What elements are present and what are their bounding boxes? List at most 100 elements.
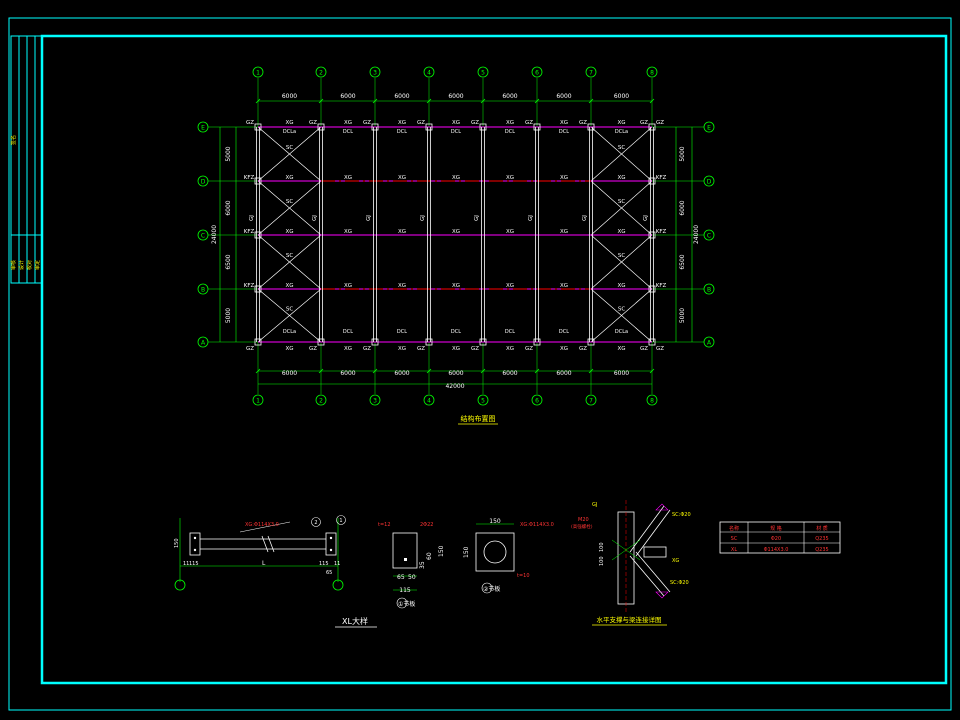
- plate1-title: ①节板: [398, 600, 415, 608]
- cross-brace-b-1-3: [590, 288, 653, 343]
- xg-bottom-5: XG: [560, 346, 568, 352]
- cross-brace-b-0-3: [257, 288, 322, 343]
- top-span-5: 6000: [556, 93, 571, 100]
- table-cell-1-1: Φ114X3.0: [764, 547, 789, 553]
- column-axis-label-bottom-7: 7: [589, 398, 593, 405]
- row-axis-label-right-A: A: [707, 340, 712, 347]
- column-base-top-1: [254, 123, 262, 131]
- xg-label-1-5: XG: [560, 229, 568, 235]
- xl-dim-4: 11: [334, 561, 340, 567]
- bottom-dim-tick-1: [318, 368, 324, 374]
- xg-label-2-5: XG: [560, 283, 568, 289]
- top-span-2: 6000: [394, 93, 409, 100]
- column-base-bottom-1: [254, 338, 262, 346]
- top-dim-tick-2: [372, 98, 378, 104]
- column-axis-bubble-bottom-2: [315, 394, 327, 406]
- xg-label-0-2: XG: [398, 175, 406, 181]
- left-span-3: 5000: [225, 308, 232, 323]
- top-span-1: 6000: [340, 93, 355, 100]
- brace-label-sc-0-1: SC: [286, 199, 293, 205]
- xg-top-0: XG: [285, 120, 293, 126]
- column-axis-label-top-7: 7: [589, 70, 593, 77]
- gz-top-7: GZ: [579, 120, 587, 126]
- dcl-top-6: DCLa: [615, 129, 628, 135]
- column-base-bottom-6: [533, 338, 541, 346]
- column-axis-label-bottom-2: 2: [319, 398, 323, 405]
- dcl-bottom-5: DCL: [559, 329, 569, 335]
- brace-label-sc-1-3: SC: [618, 307, 625, 313]
- gj-label-5: GJ: [474, 215, 480, 221]
- column-base-bottom-7: [587, 338, 595, 346]
- row-axis-bubble-left-E: [197, 121, 209, 133]
- table-cell-0-2: Q235: [815, 536, 828, 542]
- xg-top-2: XG: [398, 120, 406, 126]
- plan-title: 结构布置图: [461, 414, 496, 423]
- column-axis-bubble-top-5: [477, 66, 489, 78]
- plate2-detail: 150 150 XG:Φ114X3.0 t=10 ②节板: [463, 518, 554, 594]
- title-block: 签名 审核 设计 校对 审定: [10, 35, 43, 284]
- bottom-span-3: 6000: [448, 370, 463, 377]
- material-table: 名称 规 格 材 质 SC Φ20 Q235 XL Φ114X3.0 Q235: [719, 521, 841, 554]
- gj-label-6: GJ: [528, 215, 534, 221]
- column-axis-label-top-2: 2: [319, 70, 323, 77]
- table-cell-1-2: Q235: [815, 547, 828, 553]
- xl-callout-2: 2: [314, 520, 317, 526]
- row-axis-label-left-E: E: [201, 125, 205, 132]
- plate2-title: ②节板: [483, 585, 500, 593]
- dcl-top-1: DCL: [343, 129, 353, 135]
- plate1-dim-4: 60: [426, 552, 433, 560]
- cross-brace-b-0-1: [257, 180, 322, 236]
- plate1-dim-0: 65: [397, 574, 405, 581]
- gj-label-7: GJ: [582, 215, 588, 221]
- dcl-top-0: DCLa: [283, 129, 296, 135]
- column-axis-label-top-8: 8: [650, 70, 654, 77]
- column-base-top-4: [425, 123, 433, 131]
- bottom-dim-tick-3: [426, 368, 432, 374]
- plate2-dim-1: 150: [463, 546, 470, 558]
- column-axis-label-bottom-6: 6: [535, 398, 539, 405]
- row-axis-bubble-right-B: [703, 283, 715, 295]
- bottom-dim-tick-6: [588, 368, 594, 374]
- column-base-bottom-4: [425, 338, 433, 346]
- conn-label-m20: M20: [578, 517, 589, 523]
- gj-label-1: GJ: [249, 215, 255, 221]
- row-axis-label-left-A: A: [201, 340, 206, 347]
- title-block-top-label: 签名: [10, 135, 17, 145]
- xg-label-1-4: XG: [506, 229, 514, 235]
- xg-label-2-1: XG: [344, 283, 352, 289]
- gz-bottom-3: GZ: [363, 346, 371, 352]
- xg-bottom-1: XG: [344, 346, 352, 352]
- kfz-right-0: [648, 177, 656, 185]
- column-axis-label-top-4: 4: [427, 70, 431, 77]
- xg-bottom-0: XG: [285, 346, 293, 352]
- right-span-0: 5000: [679, 146, 686, 161]
- xg-label-0-6: XG: [617, 175, 625, 181]
- column-base-top-6: [533, 123, 541, 131]
- column-axis-bubble-top-7: [585, 66, 597, 78]
- title-block-label-3: 审定: [34, 260, 41, 270]
- xg-label-0-1: XG: [344, 175, 352, 181]
- top-span-4: 6000: [502, 93, 517, 100]
- dcl-top-4: DCL: [505, 129, 515, 135]
- table-header-material: 材 质: [816, 525, 828, 532]
- xl-dim-3: 115: [319, 561, 329, 567]
- row-axis-bubble-right-D: [703, 175, 715, 187]
- xg-top-4: XG: [506, 120, 514, 126]
- top-span-0: 6000: [282, 93, 297, 100]
- connection-detail: GJ M20 (高强螺栓) SC:Φ20 XG SC:Φ20 100 100 水…: [571, 500, 691, 626]
- column-axis-bubble-top-2: [315, 66, 327, 78]
- plate1-dim-5: 35: [419, 561, 426, 569]
- xl-dim-6: 65: [326, 570, 332, 576]
- table-cell-1-0: XL: [731, 547, 737, 553]
- column-base-top-5: [479, 123, 487, 131]
- bottom-dim-tick-7: [649, 368, 655, 374]
- brace-label-sc-0-3: SC: [286, 307, 293, 313]
- column-axis-bubble-bottom-6: [531, 394, 543, 406]
- bottom-span-1: 6000: [340, 370, 355, 377]
- gz-bottom-end: GZ: [656, 346, 664, 352]
- brace-label-sc-0-2: SC: [286, 253, 293, 259]
- title-block-label-0: 审核: [10, 260, 17, 270]
- gz-bottom-5: GZ: [471, 346, 479, 352]
- xg-label-2-2: XG: [398, 283, 406, 289]
